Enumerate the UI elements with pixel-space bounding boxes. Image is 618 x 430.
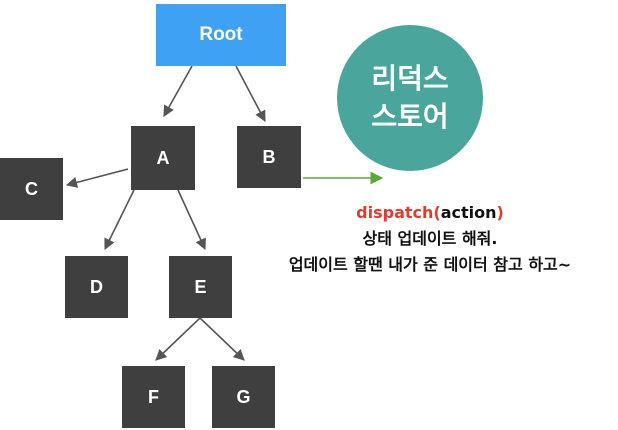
node-d: D	[65, 256, 128, 318]
store-label-line2: 스토어	[371, 100, 449, 133]
node-b: B	[237, 126, 301, 188]
dispatch-fn: dispatch(	[356, 203, 441, 222]
edge-e-f	[155, 317, 201, 361]
dispatch-call: dispatch(action)	[250, 200, 610, 226]
edge-root-b	[235, 65, 266, 122]
dispatch-arg: action	[440, 203, 497, 222]
store-label-line1: 리덕스	[371, 62, 449, 95]
redux-store-circle: 리덕스 스토어	[337, 25, 483, 171]
dispatch-close: )	[496, 203, 504, 222]
edge-a-d	[104, 189, 135, 251]
caption-line3: 업데이트 할땐 내가 준 데이터 참고 하고~	[288, 255, 572, 274]
node-e: E	[169, 256, 232, 318]
edge-e-g	[199, 317, 245, 361]
edge-a-c	[65, 168, 129, 188]
edge-a-e	[177, 189, 206, 251]
dispatch-caption: dispatch(action) 상태 업데이트 해줘. 업데이트 할땐 내가 …	[250, 200, 610, 278]
edge-root-a	[163, 65, 193, 117]
node-a: A	[131, 126, 195, 190]
caption-line2: 상태 업데이트 해줘.	[362, 229, 498, 248]
node-g: G	[212, 366, 275, 428]
node-f: F	[122, 366, 185, 428]
node-root: Root	[156, 4, 286, 66]
node-c: C	[0, 158, 63, 220]
